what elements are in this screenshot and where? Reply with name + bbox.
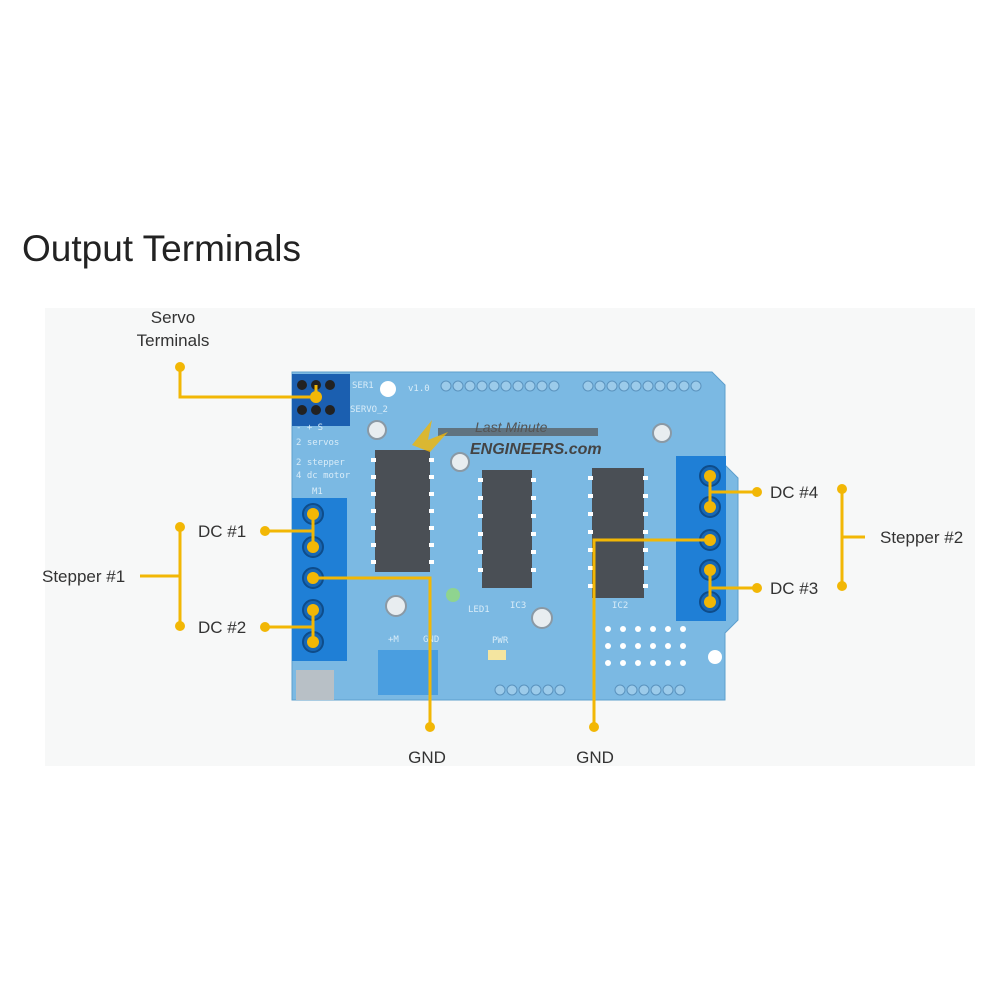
label-stepper1: Stepper #1 <box>42 567 125 586</box>
label-dc1: DC #1 <box>198 522 246 541</box>
label-dc3: DC #3 <box>770 579 818 598</box>
callout-dots <box>175 362 847 732</box>
silk-ser1: SER1 <box>352 381 374 391</box>
page-title: Output Terminals <box>22 228 301 269</box>
callout-lines <box>140 367 865 727</box>
led <box>446 588 460 602</box>
silk-ic3: IC3 <box>510 601 526 611</box>
silk-pm: +M <box>388 635 399 645</box>
watermark-logo-icon <box>412 420 448 452</box>
ic-chip-left <box>375 450 430 572</box>
silk-version: v1.0 <box>408 384 430 394</box>
silk-info1: 2 servos <box>296 438 339 448</box>
watermark-line1: Last Minute <box>475 419 548 435</box>
silk-ic2: IC2 <box>612 601 628 611</box>
silk-m1: M1 <box>312 487 323 497</box>
motor-shield-board: SER1 SERVO_2 v1.0 - + S 2 servos 2 stepp… <box>291 371 739 701</box>
ic-chip-middle <box>482 470 532 588</box>
label-servo-line1: Servo <box>151 308 195 327</box>
silk-pins: - + S <box>296 423 323 433</box>
silk-info3: 4 dc motor <box>296 471 351 481</box>
label-gnd-left: GND <box>408 748 446 767</box>
silk-pwr: PWR <box>492 636 509 646</box>
label-gnd-right: GND <box>576 748 614 767</box>
power-terminal <box>378 650 438 695</box>
label-servo-line2: Terminals <box>137 331 210 350</box>
silk-led: LED1 <box>468 605 490 615</box>
label-dc2: DC #2 <box>198 618 246 637</box>
silk-servo2: SERVO_2 <box>350 405 388 415</box>
label-stepper2: Stepper #2 <box>880 528 963 547</box>
label-dc4: DC #4 <box>770 483 818 502</box>
silk-info2: 2 stepper <box>296 458 345 468</box>
ic-chip-right <box>592 468 644 598</box>
watermark-line2: ENGINEERS.com <box>470 441 602 458</box>
reset-button[interactable] <box>296 670 334 700</box>
